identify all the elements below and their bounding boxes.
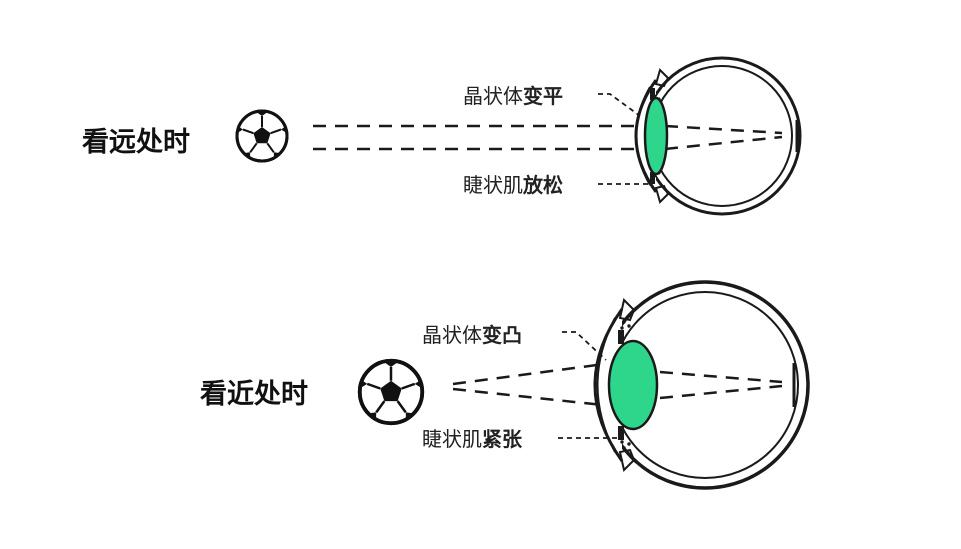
soccer-ball-icon [360, 361, 423, 424]
soccer-ball-icon [237, 111, 287, 161]
far-muscle-label: 睫状肌放松 [463, 173, 563, 197]
far-lens [645, 98, 667, 174]
far-lens-label: 晶状体变平 [463, 84, 563, 108]
near-muscle-label: 睫状肌紧张 [422, 427, 523, 451]
far-lens-pointer [598, 94, 640, 116]
near-lens [609, 341, 657, 429]
far-light-rays [313, 126, 782, 149]
far-title: 看远处时 [82, 127, 190, 158]
near-lens-label: 晶状体变凸 [422, 323, 522, 347]
near-title: 看近处时 [200, 379, 308, 410]
